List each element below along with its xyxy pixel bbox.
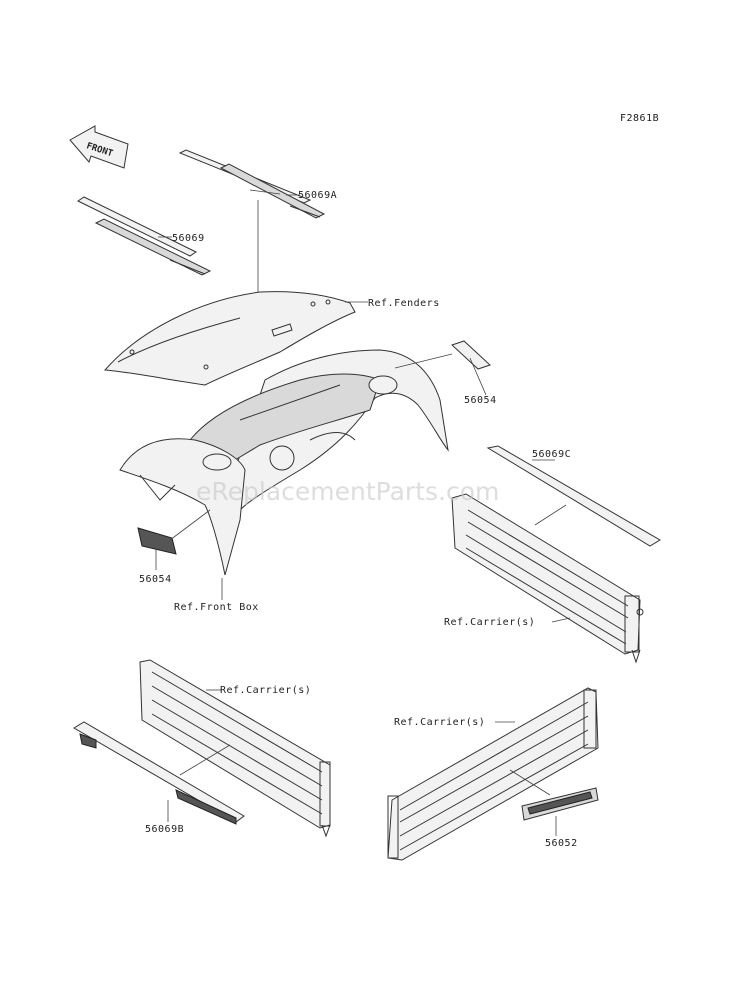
decal-56069b[interactable] [73,721,245,825]
figure-code: F2861B [620,113,659,124]
watermark: eReplacementParts.com [196,477,499,506]
emblem-56052[interactable] [521,787,599,821]
decal-56069[interactable] [76,196,212,276]
label-ref-carrier-left[interactable]: Ref.Carrier(s) [220,685,311,696]
label-56069[interactable]: 56069 [172,233,205,244]
label-ref-front-box[interactable]: Ref.Front Box [174,602,259,613]
leader-56069b-carrier [179,744,231,776]
carrier-left[interactable] [139,659,331,838]
front-box-body[interactable] [119,349,449,576]
rear-fender[interactable] [103,291,356,386]
leader-56069c-carrier [534,504,567,526]
label-56069b[interactable]: 56069B [145,824,184,835]
leader-56052-carrier [509,769,551,796]
label-ref-carrier-bottom[interactable]: Ref.Carrier(s) [394,717,485,728]
carrier-bottom[interactable] [387,687,599,861]
label-56054-left[interactable]: 56054 [139,574,172,585]
label-ref-carrier-right[interactable]: Ref.Carrier(s) [444,617,535,628]
decal-56069a[interactable] [178,149,326,219]
decal-56069c[interactable] [486,445,661,547]
leader-ref-carrier-right [551,617,571,623]
carrier-right[interactable] [451,493,644,664]
label-ref-fenders[interactable]: Ref.Fenders [368,298,440,309]
decal-56054-right[interactable] [451,340,491,396]
leader-56054-right-body [394,353,453,369]
emblem-56054-left[interactable] [137,509,211,570]
label-56052[interactable]: 56052 [545,838,578,849]
label-56069c[interactable]: 56069C [532,449,571,460]
label-56069a[interactable]: 56069A [298,190,337,201]
label-56054-right[interactable]: 56054 [464,395,497,406]
front-arrow-icon: FRONT [69,125,129,169]
